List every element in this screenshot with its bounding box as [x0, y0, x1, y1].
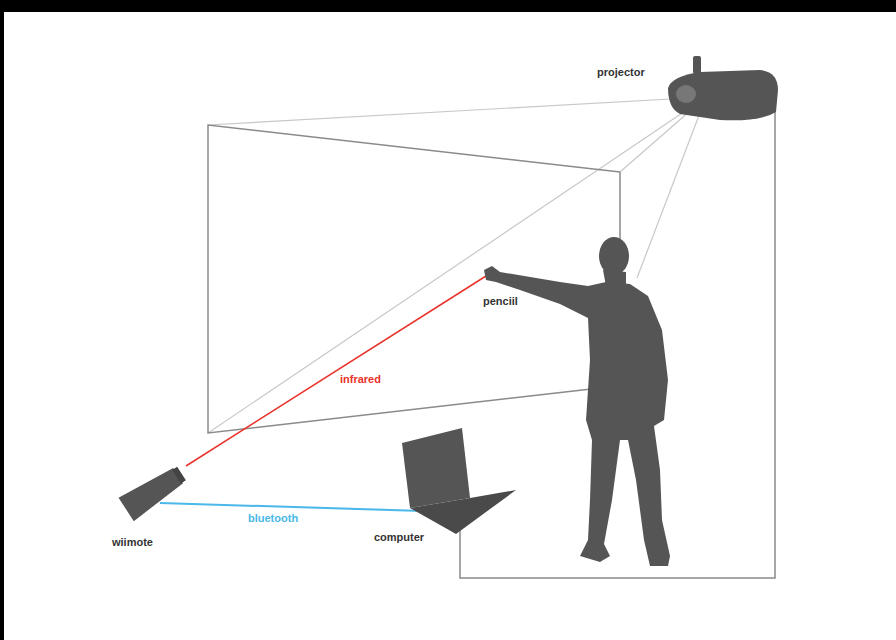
- part-label: penciil: [481, 295, 520, 308]
- wiimote-icon: [119, 462, 190, 521]
- person-silhouette: [484, 237, 670, 566]
- part-label: projector: [595, 66, 647, 79]
- projector-icon: [668, 56, 778, 120]
- part-label: wiimote: [110, 536, 155, 549]
- part-label: bluetooth: [246, 512, 300, 525]
- laptop-icon: [402, 428, 516, 534]
- top-bar: [0, 0, 896, 12]
- part-label: computer: [372, 531, 426, 544]
- room-outline: [460, 112, 775, 578]
- left-bar: [0, 0, 4, 640]
- projection-screen: [208, 125, 620, 433]
- part-label: infrared: [338, 373, 383, 386]
